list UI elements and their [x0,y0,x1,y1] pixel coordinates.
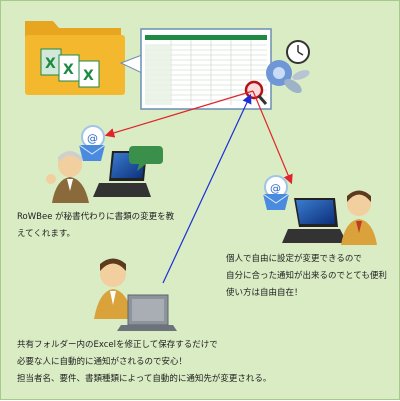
svg-text:X: X [83,68,94,84]
gear-icon [266,60,310,94]
excel-file-icon: X X X [40,48,100,88]
red-arrow-to-user [252,90,293,185]
caption-line: RoWBee が秘書代わりに書類の変更を教 [17,212,175,222]
person-icon-right [341,190,377,245]
caption-line: 共有フォルダー内のExcelを修正して保存するだけで [17,340,218,350]
caption-line: 必要な人に自動的に通知がされるので安心！ [17,357,188,367]
person-icon [46,151,89,203]
caption-personal: 個人で自由に設定が変更できるので 自分に合った通知が出来るのでとても便利 使い方… [226,251,387,302]
caption-line: えてくれます。 [17,229,75,239]
speech-bubble-icon [129,146,163,171]
mail-icon-right: @ [262,175,290,210]
red-arrow-to-rowbee [104,90,254,138]
caption-line: 自分に合った通知が出来るのでとても便利 [226,271,387,281]
laptop-icon-right [282,198,347,243]
svg-text:@: @ [270,182,281,195]
spreadsheet-icon [140,28,272,110]
caption-line: 個人で自由に設定が変更できるので [226,254,362,264]
blue-arrow-from-editor [162,93,252,284]
caption-line: 使い方は自由自在！ [226,288,303,298]
magnifier-icon [244,80,268,105]
person-icon-editor [94,258,133,319]
caption-line: 担当者名、要件、書類種類によって自動的に通知先が変更される。 [17,374,272,384]
svg-text:X: X [45,56,56,72]
svg-text:@: @ [87,132,98,145]
laptop-icon-editor [117,294,177,331]
caption-rowbee: RoWBee が秘書代わりに書類の変更を教 えてくれます。 [17,209,174,243]
mail-icon: @ [78,125,106,161]
caption-shared: 共有フォルダー内のExcelを修正して保存するだけで 必要な人に自動的に通知がさ… [17,337,271,388]
clock-icon [286,40,310,64]
svg-text:X: X [63,62,74,78]
